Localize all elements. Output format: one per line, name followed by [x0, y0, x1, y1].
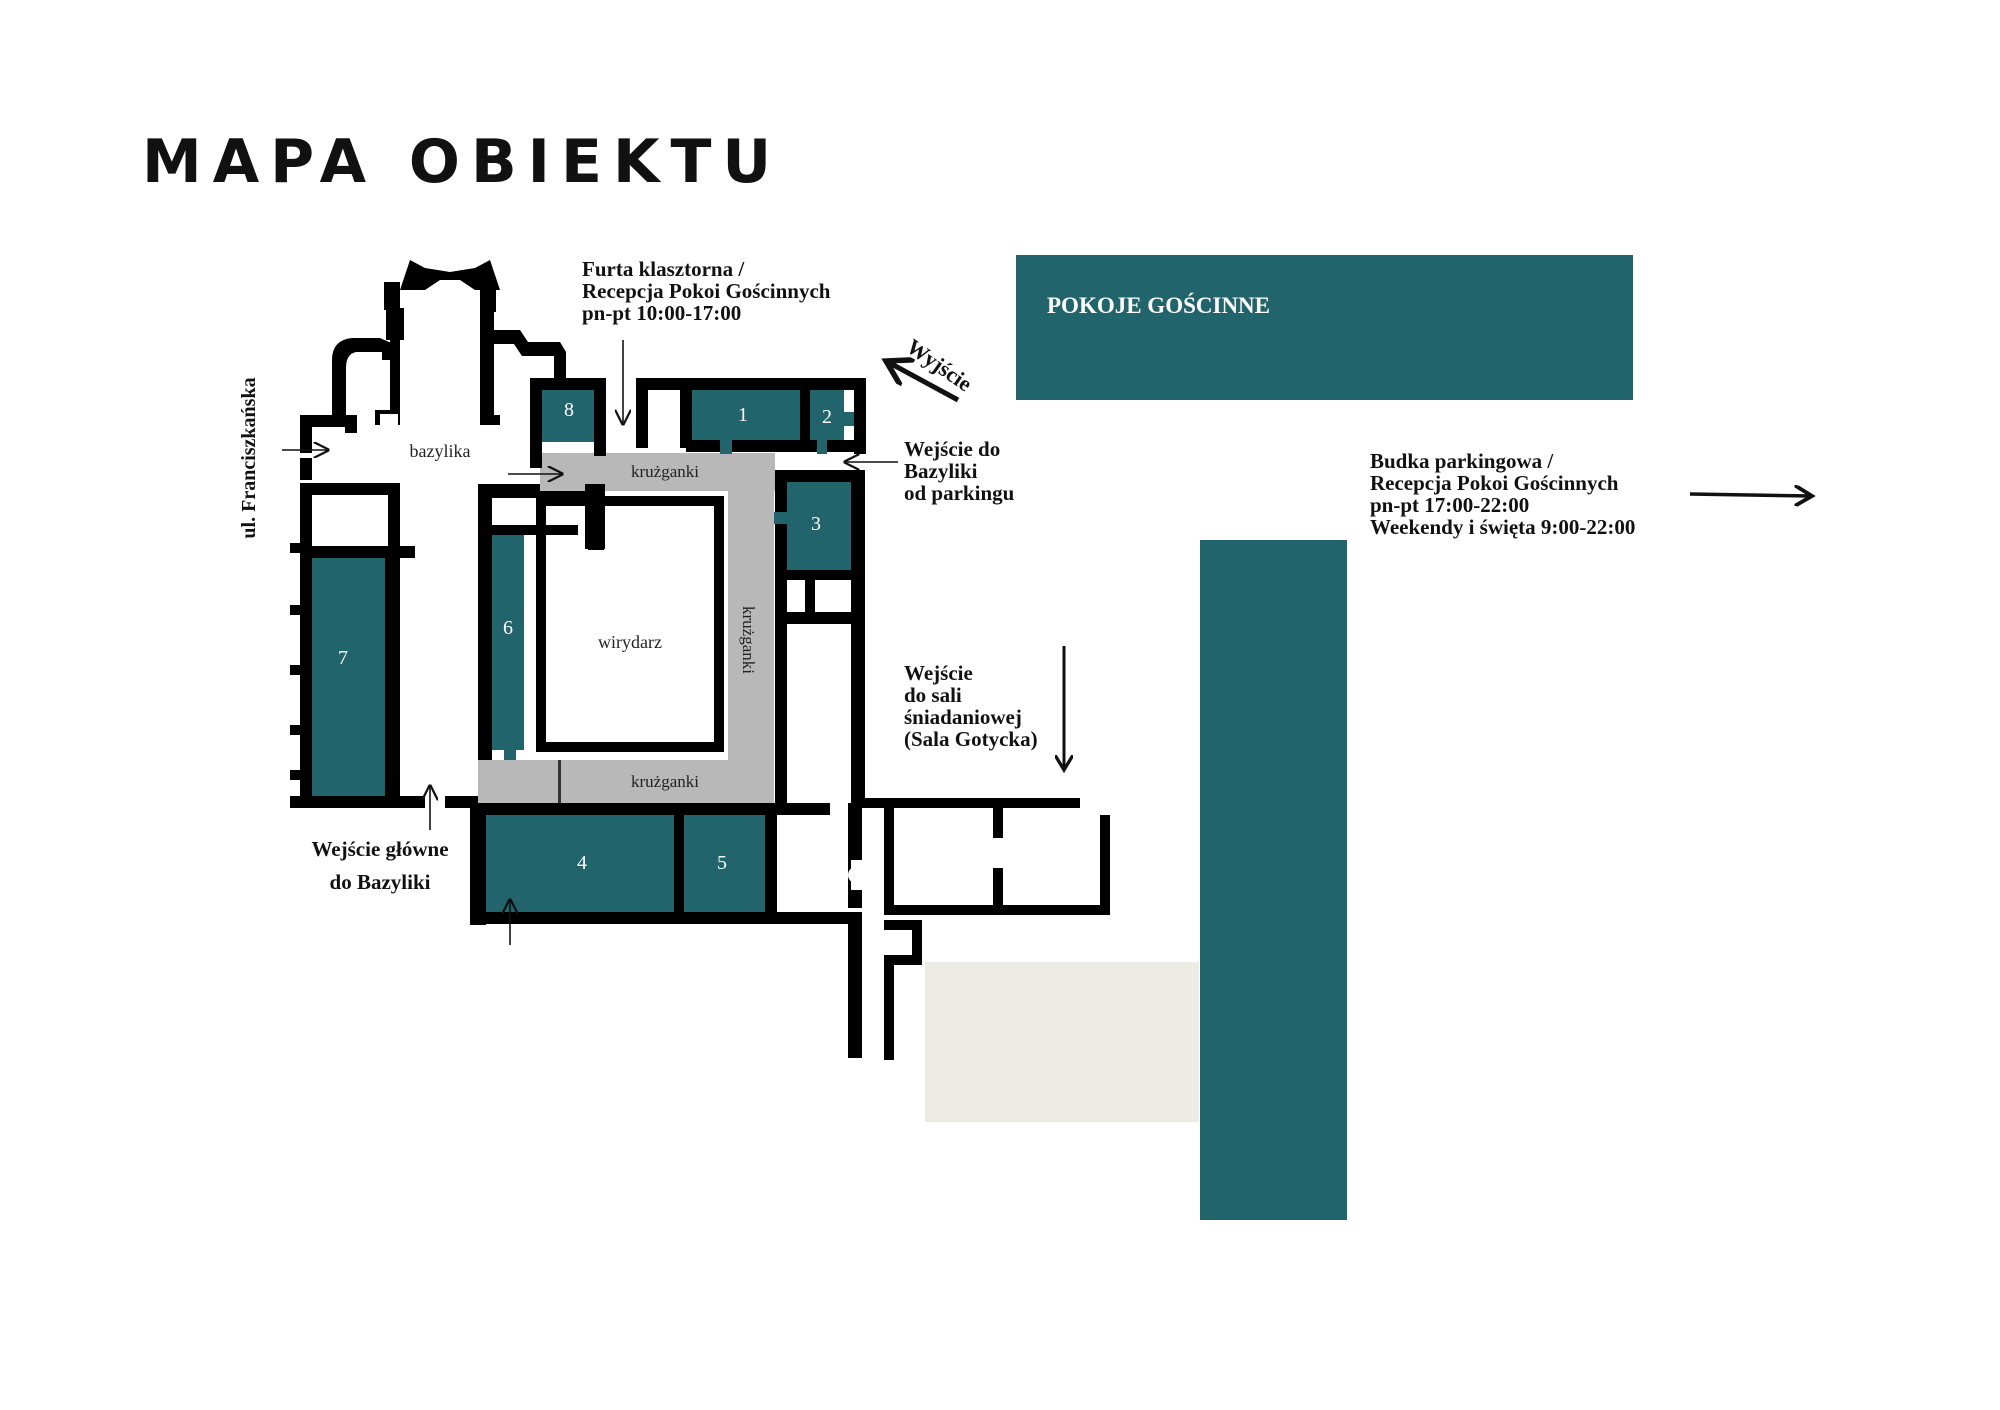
- cloister-right: [728, 475, 774, 803]
- room-4-area: [486, 815, 674, 912]
- guest-rooms-label: POKOJE GOŚCINNE: [1047, 292, 1270, 318]
- room-4-number: 4: [577, 852, 587, 874]
- room-2-number: 2: [822, 406, 832, 428]
- svg-text:śniadaniowej: śniadaniowej: [904, 705, 1022, 729]
- reception-label: Furta klasztorna / Recepcja Pokoi Gościn…: [582, 257, 831, 325]
- cloister-right-label: krużganki: [739, 606, 758, 674]
- room-7-area: [312, 558, 385, 796]
- room-6-number: 6: [503, 617, 513, 639]
- room-3-number: 3: [811, 513, 821, 535]
- svg-text:(Sala Gotycka): (Sala Gotycka): [904, 727, 1038, 751]
- parking-booth-label: Budka parkingowa / Recepcja Pokoi Gościn…: [1370, 449, 1635, 539]
- basilica-label: bazylika: [410, 441, 471, 461]
- parking-entrance-label: Wejście do Bazyliki od parkingu: [904, 437, 1015, 505]
- courtyard-label: wirydarz: [598, 632, 662, 652]
- courtyard-walls: [536, 484, 724, 752]
- svg-text:Wejście główne: Wejście główne: [311, 837, 448, 861]
- exit-label: Wyjście: [902, 334, 977, 397]
- guest-rooms-wing: [1200, 540, 1347, 1220]
- room-1-area: [692, 390, 800, 440]
- svg-text:Furta klasztorna /: Furta klasztorna /: [582, 257, 745, 281]
- svg-text:Recepcja Pokoi Gościnnych: Recepcja Pokoi Gościnnych: [1370, 471, 1619, 495]
- cloister-bottom-label: krużganki: [631, 772, 699, 791]
- room-1-number: 1: [738, 404, 748, 426]
- svg-text:Bazyliki: Bazyliki: [904, 459, 978, 483]
- main-entrance-label: Wejście główne do Bazyliki: [311, 837, 448, 894]
- courtyard-yard: [925, 962, 1199, 1122]
- guest-rooms-block: [1016, 255, 1633, 400]
- svg-text:Budka parkingowa /: Budka parkingowa /: [1370, 449, 1554, 473]
- page-title: MAPA OBIEKTU: [142, 127, 782, 197]
- room-8-area: [542, 390, 594, 442]
- svg-text:pn-pt 10:00-17:00: pn-pt 10:00-17:00: [582, 301, 741, 325]
- svg-text:Wejście: Wejście: [904, 661, 973, 685]
- room-2-area: [810, 390, 844, 440]
- room-5-number: 5: [717, 852, 727, 874]
- breakfast-entrance-label: Wejście do sali śniadaniowej (Sala Gotyc…: [904, 661, 1038, 751]
- street-label: ul. Franciszkańska: [238, 377, 260, 538]
- svg-text:pn-pt 17:00-22:00: pn-pt 17:00-22:00: [1370, 493, 1529, 517]
- room-5-area: [684, 815, 765, 912]
- cloister-top-label: krużganki: [631, 462, 699, 481]
- room-6-area: [492, 535, 524, 750]
- room-8-number: 8: [564, 399, 574, 421]
- svg-text:do sali: do sali: [904, 683, 962, 707]
- svg-text:do Bazyliki: do Bazyliki: [330, 870, 431, 894]
- cloister-bottom: [478, 760, 774, 803]
- south-east-walls: [855, 798, 1110, 1060]
- svg-text:Wejście do: Wejście do: [904, 437, 1000, 461]
- room-3-area: [787, 482, 851, 570]
- parking-booth-arrow: [1689, 494, 1812, 496]
- svg-text:od parkingu: od parkingu: [904, 481, 1015, 505]
- svg-text:Recepcja Pokoi Gościnnych: Recepcja Pokoi Gościnnych: [582, 279, 831, 303]
- svg-text:Weekendy i święta 9:00-22:00: Weekendy i święta 9:00-22:00: [1370, 515, 1635, 539]
- east-wing-walls: [470, 378, 866, 1058]
- room-7-number: 7: [338, 647, 348, 669]
- exit-arrow: [886, 361, 960, 403]
